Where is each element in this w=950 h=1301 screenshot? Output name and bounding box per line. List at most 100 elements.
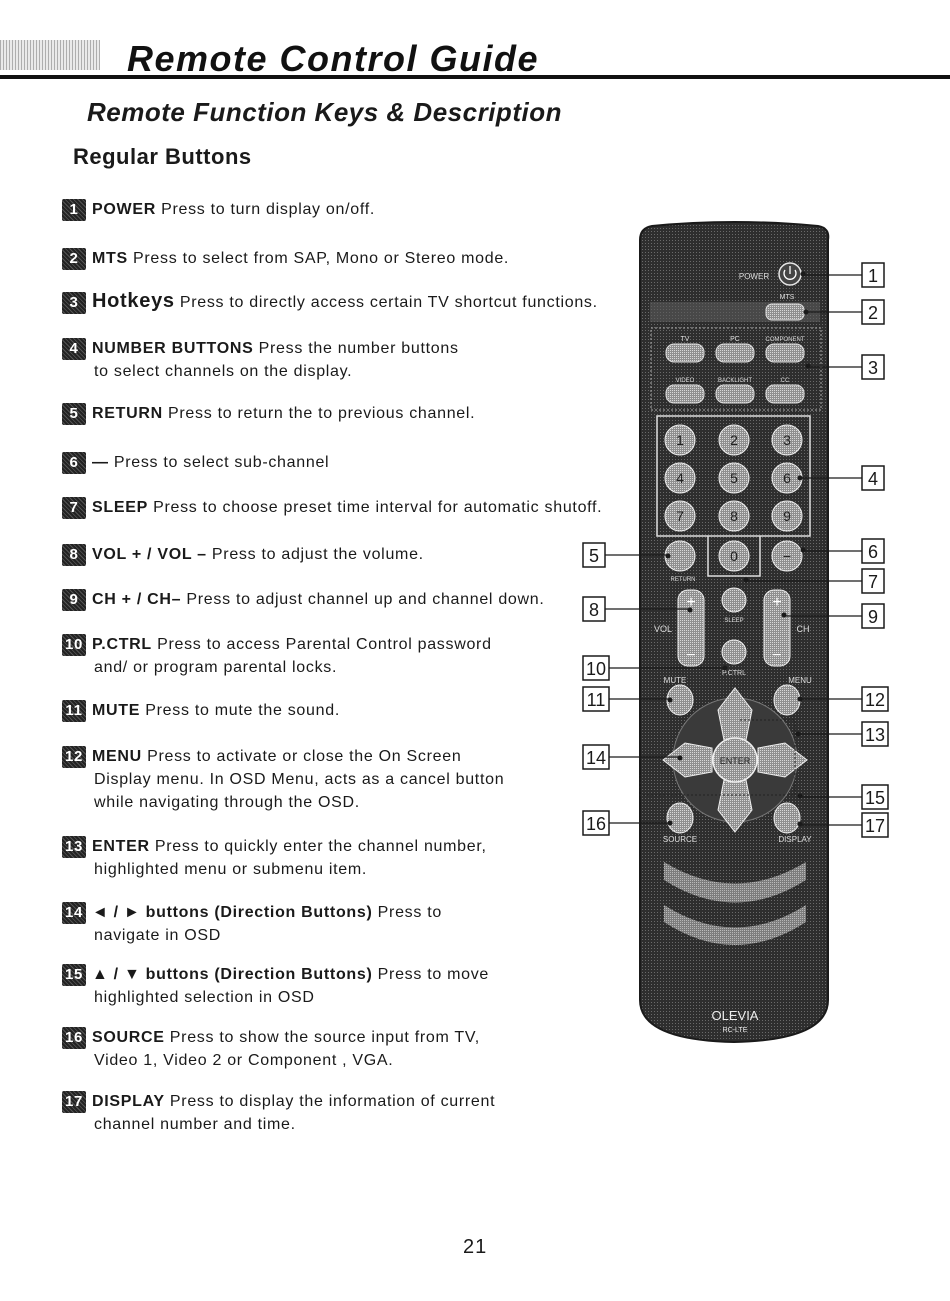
- entry-key: POWER: [92, 201, 156, 218]
- hotkey-button: [715, 343, 755, 363]
- number-badge: 5: [62, 402, 86, 425]
- entry-description-cont: channel number and time.: [94, 1116, 296, 1133]
- pctrl-button: [721, 639, 747, 665]
- callout-number: 15: [865, 788, 885, 808]
- callout-number: 8: [589, 600, 599, 620]
- enter-button: [712, 737, 758, 783]
- entry-key: —: [92, 454, 109, 471]
- callout-box: [861, 721, 889, 747]
- entry-description: Press to adjust channel up and channel d…: [181, 591, 545, 608]
- header-decoration: [0, 40, 100, 70]
- entry-description: Press to mute the sound.: [140, 702, 340, 719]
- number-badge: 16: [62, 1026, 86, 1049]
- callout-number: 4: [868, 469, 878, 489]
- dash-button: [771, 540, 803, 572]
- entry-description: Press to: [372, 904, 442, 921]
- source-label: SOURCE: [663, 835, 697, 844]
- callout-number: 1: [868, 266, 878, 286]
- callout-box: [582, 810, 610, 836]
- number-badge: 3: [62, 291, 86, 314]
- entry-description: Press to return the to previous channel.: [162, 405, 476, 422]
- ch-minus-label: −: [772, 647, 781, 664]
- callout-dot: [805, 363, 811, 369]
- callout-dot: [803, 309, 809, 315]
- callout-dot: [667, 820, 673, 826]
- callout-box: [861, 603, 885, 629]
- entry-description-cont: Video 1, Video 2 or Component , VGA.: [94, 1052, 394, 1069]
- entry-description-cont: Display menu. In OSD Menu, acts as a can…: [94, 771, 505, 788]
- vol-label: VOL: [654, 624, 672, 634]
- number-button-label: 8: [730, 508, 738, 524]
- menu-button: [773, 684, 801, 716]
- display-label: DISPLAY: [778, 835, 812, 844]
- entry-description: Press the number buttons: [253, 340, 459, 357]
- entry-description-cont: highlighted menu or submenu item.: [94, 861, 368, 878]
- entry-15: 15▲ / ▼ buttons (Direction Buttons) Pres…: [62, 963, 489, 1009]
- hotkey-panel: [650, 327, 822, 411]
- entry-key: VOL + / VOL –: [92, 546, 207, 563]
- backlight-label: BACKLIGHT: [718, 378, 752, 384]
- number-button: [664, 424, 696, 456]
- pc-label: PC: [730, 336, 740, 343]
- entry-description: Press to display the information of curr…: [164, 1093, 496, 1110]
- callout-box: [861, 812, 889, 838]
- entry-description: Press to show the source input from TV,: [164, 1029, 480, 1046]
- model-label: RC-LTE: [723, 1027, 748, 1034]
- power-label: POWER: [739, 272, 769, 281]
- number-button-label: 2: [730, 432, 738, 448]
- callout-dot: [687, 607, 693, 613]
- source-button: [666, 802, 694, 834]
- entry-key: DISPLAY: [92, 1093, 165, 1110]
- entry-key: ENTER: [92, 838, 150, 855]
- callout-dot: [797, 475, 803, 481]
- number-pad-frame: [656, 415, 811, 537]
- callout-number: 13: [865, 725, 885, 745]
- number-button-label: 9: [783, 508, 791, 524]
- callout-number: 14: [586, 748, 606, 768]
- number-button-label: 1: [676, 432, 684, 448]
- entry-key: ◄ / ► buttons (Direction Buttons): [92, 904, 373, 921]
- callout-dot: [797, 696, 803, 702]
- entry-description: Press to directly access certain TV shor…: [174, 294, 598, 311]
- callout-dot: [667, 697, 673, 703]
- page-title: Remote Control Guide: [127, 38, 540, 79]
- number-button-label: 7: [676, 508, 684, 524]
- entry-description: Press to choose preset time interval for…: [147, 499, 603, 516]
- number-button: [771, 424, 803, 456]
- return-button: [664, 540, 696, 572]
- callout-box: [582, 655, 610, 681]
- video-label: VIDEO: [676, 378, 695, 384]
- callout-box: [861, 784, 889, 810]
- number-button: [718, 462, 750, 494]
- header-rule: [0, 75, 950, 79]
- hotkey-button: [665, 343, 705, 363]
- callout-dot: [800, 547, 806, 553]
- tv-label: TV: [681, 336, 690, 343]
- mts-button: [765, 303, 805, 321]
- number-badge: 9: [62, 588, 86, 611]
- dpad-dotted-guide: [639, 719, 796, 796]
- number-badge: 10: [62, 633, 86, 656]
- callout-number: 7: [868, 572, 878, 592]
- entry-description-cont: highlighted selection in OSD: [94, 989, 315, 1006]
- number-badge: 14: [62, 901, 86, 924]
- callout-box: [861, 686, 889, 712]
- callout-number: 9: [868, 607, 878, 627]
- number-badge: 6: [62, 451, 86, 474]
- number-badge: 12: [62, 745, 86, 768]
- ch-plus-label: +: [772, 594, 781, 611]
- zero-button: [718, 540, 750, 572]
- callout-box: [861, 568, 885, 594]
- callout-number: 11: [587, 690, 606, 710]
- number-button-label: 3: [783, 432, 791, 448]
- hotkey-button: [715, 384, 755, 404]
- number-badge: 11: [62, 699, 86, 722]
- callout-number: 6: [868, 542, 878, 562]
- number-badge: 15: [62, 963, 86, 986]
- number-badge: 7: [62, 496, 86, 519]
